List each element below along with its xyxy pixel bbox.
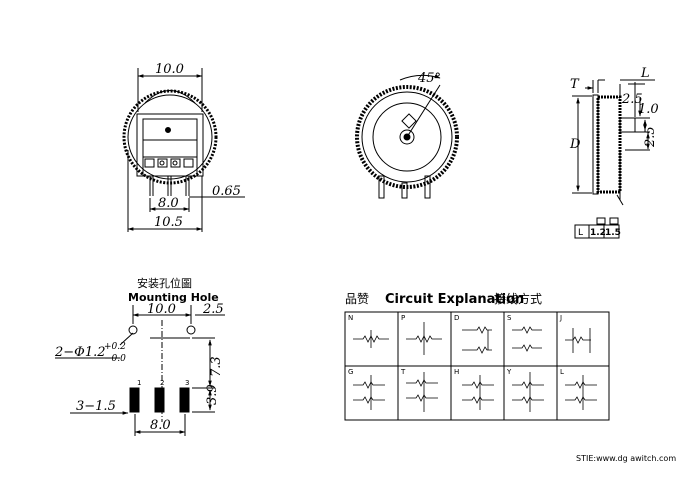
mount-hole-left <box>128 325 138 335</box>
side-t-label: T <box>570 77 580 92</box>
mounting-hole-drawing <box>55 305 225 436</box>
mount-dim-10-0: 10.0 <box>147 302 176 317</box>
side-view <box>572 79 655 239</box>
circuit-cell-y: Y <box>506 368 512 376</box>
knob-view <box>355 74 459 199</box>
mount-dim-2-5: 2.5 <box>202 302 224 317</box>
circuit-cell-d: D <box>454 314 459 322</box>
mount-pin-label-1: 1 <box>137 379 141 387</box>
mount-hole-dim: 2−Φ1.2 <box>54 345 106 360</box>
side-table-header-1-5: 1.5 <box>605 228 621 238</box>
circuit-cell-h: H <box>454 368 459 376</box>
circuit-symbols <box>353 322 597 412</box>
mount-dim-8-0: 8.0 <box>150 418 171 433</box>
front-view <box>122 68 245 232</box>
side-knob-body <box>596 95 622 194</box>
side-dim-2-5-side: 2.5 <box>643 126 658 148</box>
mount-dim-7-3: 7.3 <box>209 356 224 377</box>
circuit-title-cn-right: 接线方式 <box>494 291 542 306</box>
side-d-label: D <box>569 137 581 152</box>
side-table-header-l: L <box>578 228 583 238</box>
mount-tol-minus: −0.0 <box>104 354 126 364</box>
circuit-grid <box>344 311 610 421</box>
footer-site-text: STIE:www.dg awitch.com <box>576 454 676 463</box>
front-pin-pitch-dim: 8.0 <box>158 196 179 211</box>
mount-title-en: Mounting Hole <box>128 291 219 304</box>
mount-hole-right <box>186 325 196 335</box>
front-pin-thickness-dim: 0.65 <box>212 184 241 199</box>
mount-slot-3 <box>179 387 190 413</box>
mount-pin-label-3: 3 <box>185 379 189 387</box>
circuit-cell-t: T <box>400 368 406 376</box>
side-dim-2-5-top: 2.5 <box>621 92 643 107</box>
mount-dim-3-9: 3.9 <box>205 384 220 405</box>
side-dim-1-0: 1.0 <box>638 102 659 117</box>
mount-tol-plus: +0.2 <box>104 342 126 352</box>
front-width-dim: 10.0 <box>155 62 184 77</box>
front-knob-outline <box>122 89 218 185</box>
mount-slot-dim: 3−1.5 <box>76 399 116 414</box>
circuit-cell-l: L <box>560 368 564 376</box>
knob-shaft <box>399 129 415 145</box>
side-l-label: L <box>640 66 650 81</box>
knob-angle-dim: 45° <box>417 71 441 86</box>
circuit-cell-p: P <box>401 314 405 322</box>
circuit-title-cn-left: 品赞 <box>345 292 369 306</box>
front-overall-dim: 10.5 <box>154 215 183 230</box>
mount-slot-1 <box>129 387 140 413</box>
circuit-cell-j: J <box>559 314 562 322</box>
mount-title-cn: 安装孔位圖 <box>137 276 192 290</box>
circuit-cell-s: S <box>507 314 512 322</box>
mount-slot-2 <box>154 387 165 413</box>
circuit-cell-g: G <box>348 368 353 376</box>
circuit-title-en: Circuit Explanation <box>385 292 524 307</box>
mount-pin-label-2: 2 <box>160 379 164 387</box>
circuit-cell-n: N <box>348 314 353 322</box>
side-shaft <box>619 117 636 133</box>
side-table-header-1-2: 1.2 <box>590 228 606 238</box>
